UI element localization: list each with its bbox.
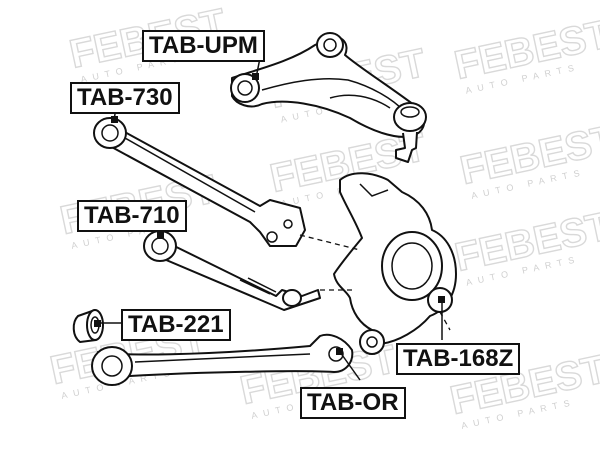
label-tab-or: TAB-OR (300, 387, 406, 419)
knuckle-hub (333, 172, 457, 355)
label-tab-upm: TAB-UPM (142, 30, 265, 62)
label-tab-221: TAB-221 (121, 309, 231, 341)
leader-lines (94, 57, 445, 381)
connection-line (299, 234, 361, 251)
toe-link-710 (143, 230, 321, 311)
label-tab-710: TAB-710 (77, 200, 187, 232)
upper-control-arm (230, 32, 427, 163)
lower-control-arm (91, 333, 354, 386)
label-tab-730: TAB-730 (70, 82, 180, 114)
label-tab-168z: TAB-168Z (396, 343, 521, 375)
control-arm-730 (93, 117, 306, 247)
